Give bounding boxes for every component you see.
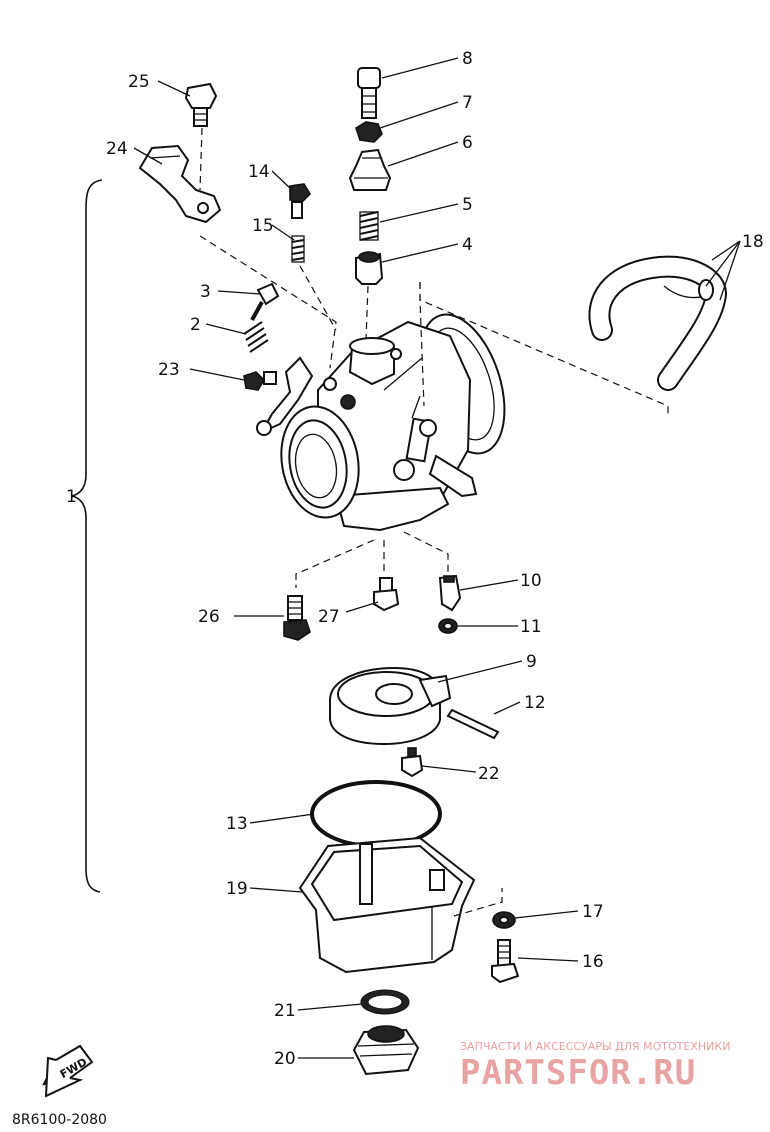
assembly-bracket: [71, 179, 103, 893]
part-3-screw: [250, 282, 280, 321]
part-20-plug: [352, 1025, 420, 1076]
part-9-float: [329, 666, 452, 746]
leader-dash-10: [403, 531, 449, 574]
part-2-spring: [243, 321, 269, 353]
part-21-o-ring: [360, 989, 410, 1015]
part-17-washer: [492, 911, 516, 929]
callout-25: 25: [128, 72, 150, 92]
watermark-tagline: ЗАПЧАСТИ И АКСЕССУАРЫ ДЛЯ МОТОТЕХНИКИ: [460, 1040, 730, 1053]
part-8-screw: [357, 67, 381, 119]
part-27-main-jet: [373, 577, 400, 612]
part-18-vent-hose: [588, 255, 728, 391]
part-14-screw: [289, 183, 312, 219]
leader-dash-26: [295, 539, 375, 588]
part-10-needle-valve: [438, 574, 462, 612]
callout-5: 5: [462, 195, 473, 215]
part-4-throttle-valve: [355, 251, 384, 341]
callout-16: 16: [582, 952, 604, 972]
callout-2: 2: [190, 315, 201, 335]
part-16-bolt: [491, 939, 520, 984]
part-11-clip: [438, 618, 458, 634]
leader-dash-6: [419, 282, 425, 407]
callout-15: 15: [252, 216, 274, 236]
part-25-bolt: [184, 82, 218, 127]
callout-3: 3: [200, 282, 211, 302]
callout-4: 4: [462, 235, 473, 255]
callout-24: 24: [106, 139, 128, 159]
callout-7: 7: [462, 93, 473, 113]
callout-13: 13: [226, 814, 248, 834]
callout-11: 11: [520, 617, 542, 637]
callout-8: 8: [462, 49, 473, 69]
part-7-nut: [355, 121, 383, 143]
diagram-code: 8R6100-2080: [12, 1112, 107, 1128]
callout-21: 21: [274, 1001, 296, 1021]
callout-1: 1: [66, 487, 77, 507]
callout-6: 6: [462, 133, 473, 153]
callout-18: 18: [742, 232, 764, 252]
callout-9: 9: [526, 652, 537, 672]
part-19-float-chamber: [298, 836, 503, 974]
leader-dash-24: [199, 235, 337, 369]
callout-12: 12: [524, 693, 546, 713]
part-23-screw: [243, 371, 277, 391]
fwd-arrow-icon: FWD: [42, 1044, 94, 1098]
watermark-logo: PARTSFOR.RU: [460, 1053, 696, 1093]
callout-10: 10: [520, 571, 542, 591]
callout-19: 19: [226, 879, 248, 899]
callout-26: 26: [198, 607, 220, 627]
callout-23: 23: [158, 360, 180, 380]
callout-22: 22: [478, 764, 500, 784]
callout-20: 20: [274, 1049, 296, 1069]
callout-27: 27: [318, 607, 340, 627]
part-5-spring: [359, 211, 379, 241]
part-12-float-pin: [446, 708, 500, 740]
part-24-throttle-bracket: [138, 127, 222, 224]
part-15-spring: [291, 235, 337, 331]
part-6-cap: [348, 148, 392, 191]
leader-lines: [133, 57, 741, 1059]
leader-dash-17: [453, 888, 503, 917]
callout-17: 17: [582, 902, 604, 922]
leader-dash-hose: [419, 282, 669, 414]
part-22-pilot-jet: [401, 747, 424, 778]
part-1-carburetor-body: [256, 313, 506, 532]
callout-14: 14: [248, 162, 270, 182]
part-13-gasket: [310, 780, 442, 848]
part-26-screw: [283, 595, 311, 641]
